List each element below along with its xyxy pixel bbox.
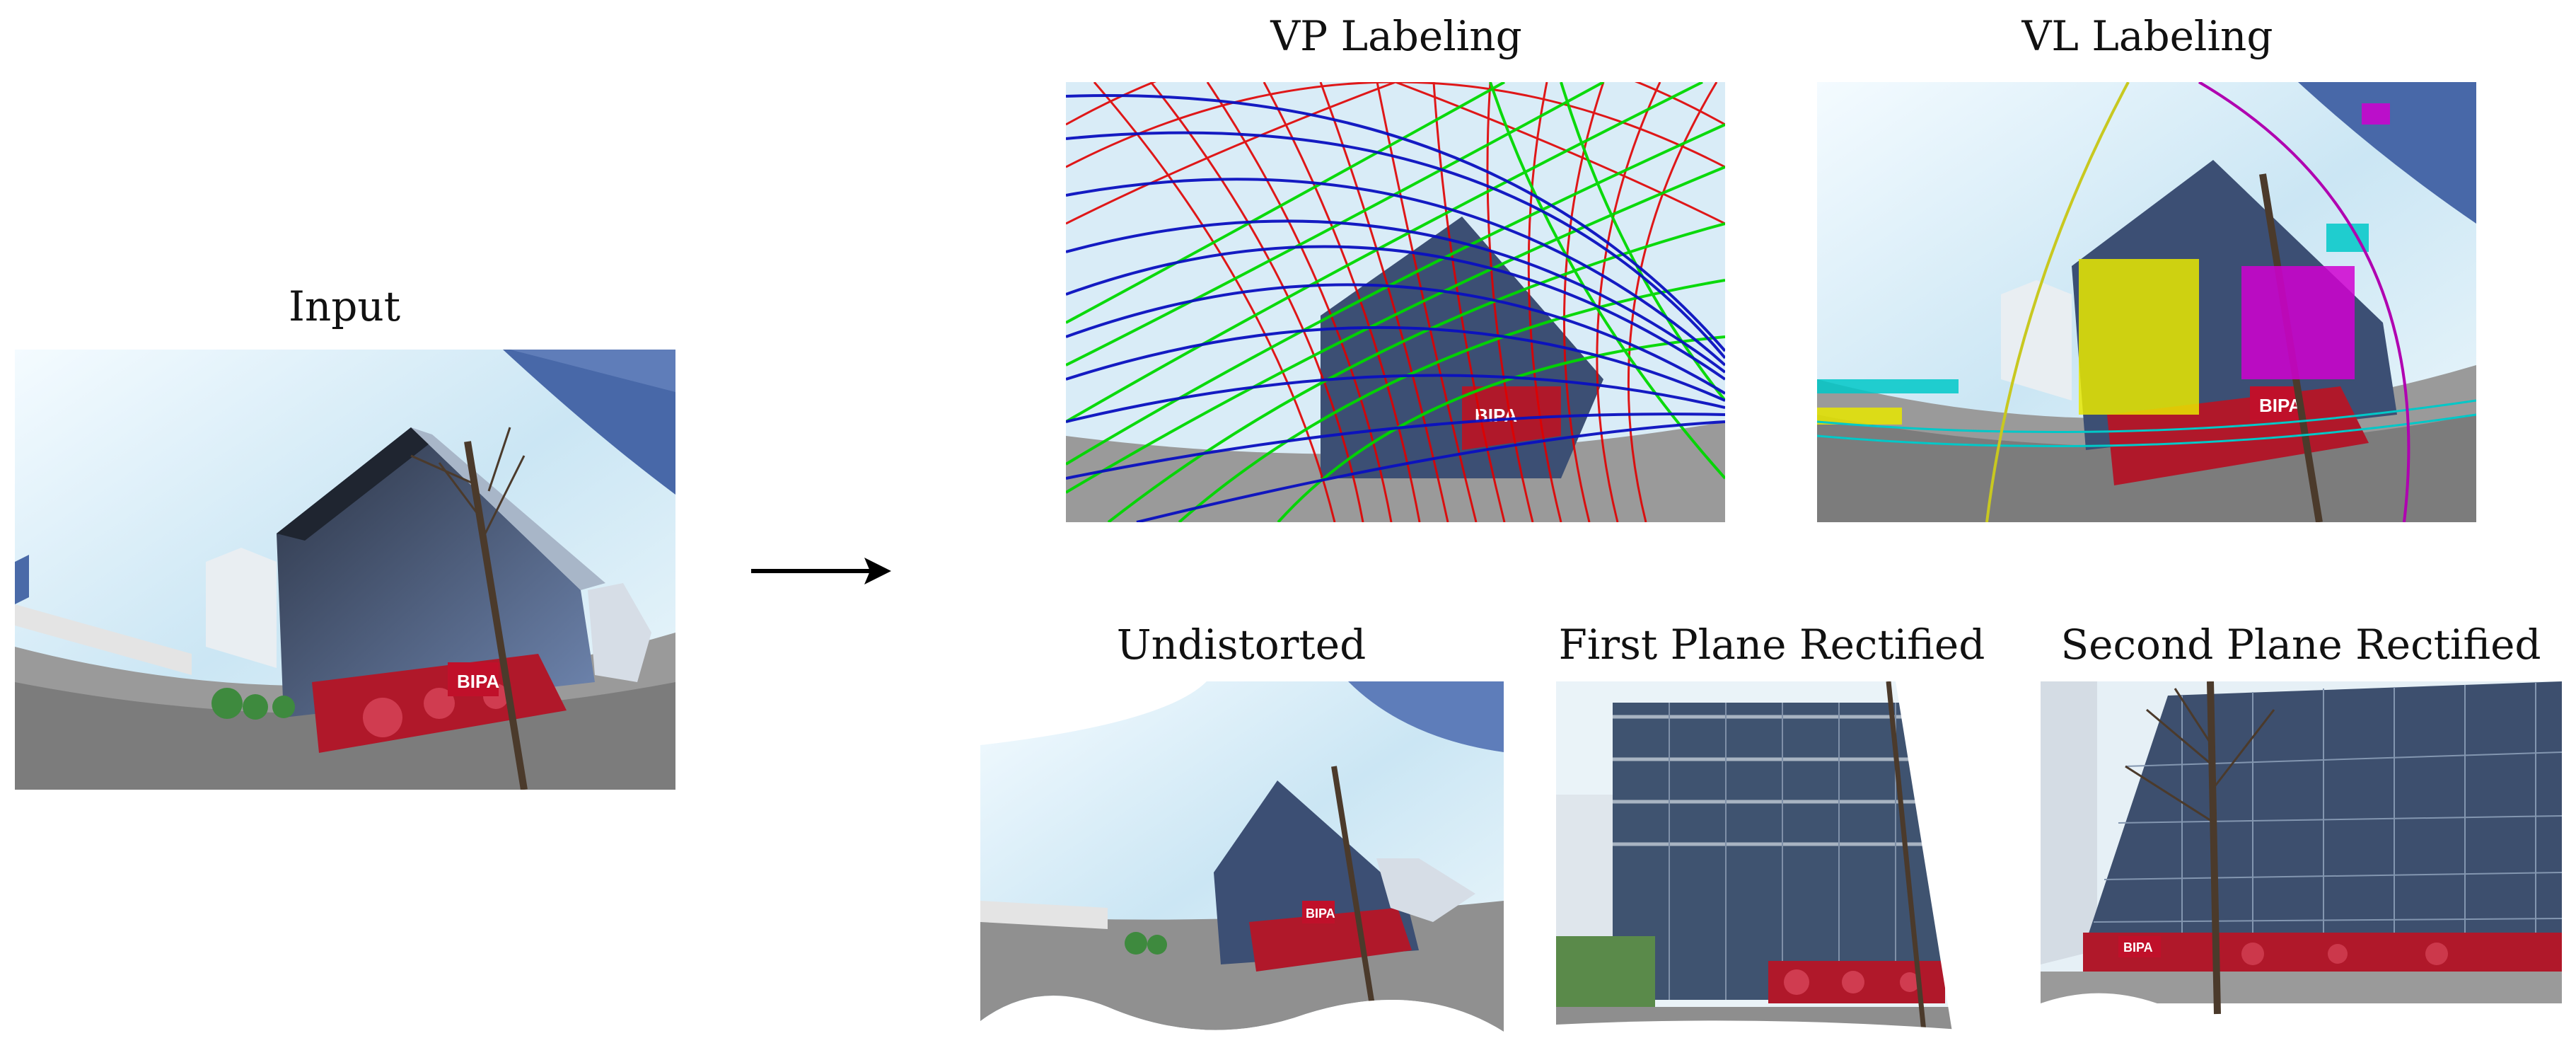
first-plane-title: First Plane Rectified (1558, 621, 1985, 669)
right-arrow-icon (751, 556, 891, 586)
undistorted-title: Undistorted (1116, 621, 1367, 669)
first-plane-rectified-image (1556, 681, 1988, 1032)
bipa-sign-undistorted: BIPA (1306, 906, 1335, 921)
vl-labeling-image: BIPA (1817, 82, 2476, 522)
second-plane-title: Second Plane Rectified (2060, 621, 2541, 669)
vp-labeling-title: VP Labeling (1270, 12, 1522, 60)
vp-labeling-image: BIPA (1066, 82, 1725, 522)
second-plane-rectified-image: BIPA (2041, 681, 2562, 1032)
bipa-sign: BIPA (457, 671, 499, 692)
input-title: Input (288, 282, 401, 330)
input-image: BIPA (15, 350, 675, 790)
bipa-sign-second: BIPA (2123, 940, 2153, 955)
vl-labeling-title: VL Labeling (2021, 12, 2273, 60)
undistorted-image: BIPA (980, 681, 1504, 1032)
bipa-sign-vl: BIPA (2259, 395, 2302, 416)
